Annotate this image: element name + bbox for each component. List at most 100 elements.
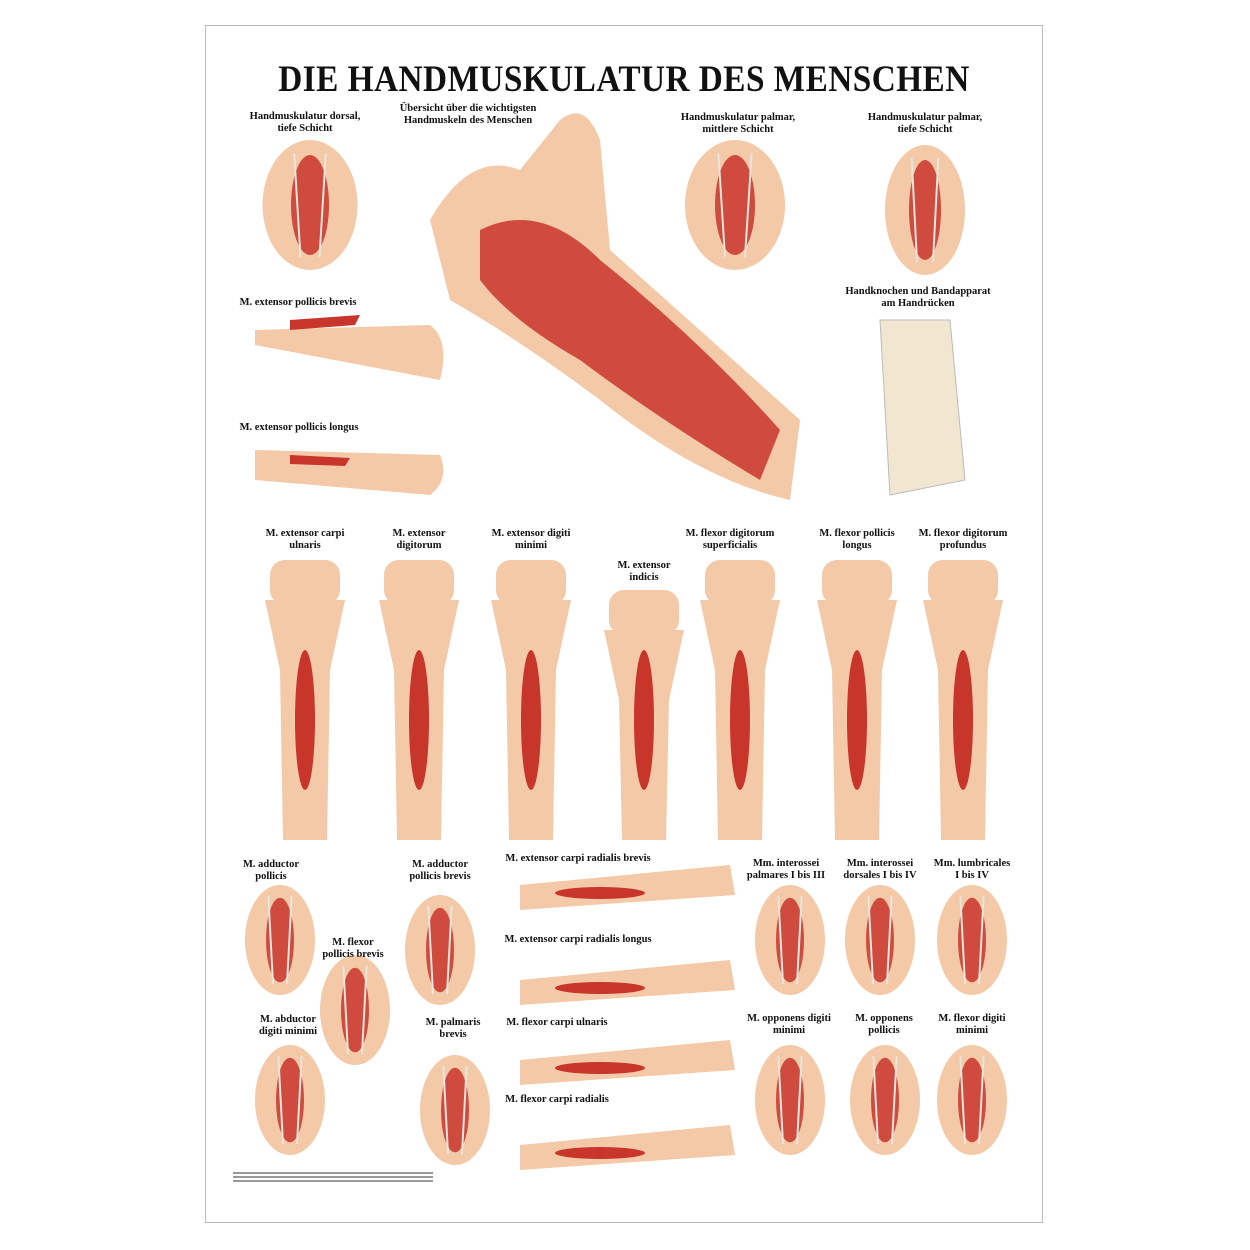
fdp-hand [928,560,998,605]
ed-hand [384,560,454,605]
op-tendon [891,1055,898,1145]
lu-tendon [978,895,985,985]
panel-heading: M. flexor digitorum superficialis [685,528,775,551]
palmar-middle-hand-muscle [715,155,755,255]
panel-heading: Übersicht über die wichtigsten Handmuske… [399,103,537,126]
fpl-muscle [847,650,867,790]
fpb-muscle [341,967,369,1053]
panel-heading: Handknochen und Bandapparat am Handrücke… [845,286,991,309]
panel-heading: Handmuskulatur palmar, tiefe Schicht [867,112,983,135]
op-tendon [872,1055,879,1145]
epb-forearm [255,325,444,380]
panel-heading: M. extensor indicis [617,560,671,583]
palmar-deep-hand-tendon [910,157,918,263]
adm-muscle [276,1057,304,1143]
id-tendon [867,895,874,985]
fds-hand [705,560,775,605]
panel-heading: M. adductor pollicis [243,859,299,882]
fdm-tendon [959,1055,966,1145]
ap-muscle [266,897,294,983]
dorsal-deep-hand-tendon [293,152,302,258]
fcr-muscle [555,1147,645,1159]
apb-tendon [446,905,453,995]
ecrb-forearm [520,865,735,910]
odm-tendon [777,1055,784,1145]
ip-muscle [776,897,804,983]
ei-hand [609,590,679,635]
panel-heading: M. extensor carpi radialis brevis [505,853,651,864]
pb-muscle [441,1067,469,1153]
fpl-hand [822,560,892,605]
epl-forearm [255,450,444,495]
panel-heading: M. flexor pollicis brevis [322,937,384,960]
panel-heading: M. extensor carpi ulnaris [265,528,345,551]
ei-muscle [634,650,654,790]
panel-heading: M. flexor digitorum profundus [918,528,1008,551]
ecu-hand [270,560,340,605]
panel-heading: M. flexor carpi radialis [505,1094,609,1105]
adm-tendon [296,1055,303,1145]
panel-heading: Handmuskulatur palmar, mittlere Schicht [680,112,796,135]
panel-heading: M. extensor digiti minimi [491,528,571,551]
ecrl-muscle [555,982,645,994]
footer-note [233,1170,433,1184]
pb-tendon [442,1065,449,1155]
panel-heading: M. adductor pollicis brevis [409,859,471,882]
odm-muscle [776,1057,804,1143]
edm-hand [496,560,566,605]
panel-heading: M. flexor carpi ulnaris [506,1017,608,1028]
dorsal-deep-hand-muscle [291,155,329,255]
panel-heading: Mm. interossei dorsales I bis IV [843,858,917,881]
fpb-tendon [342,965,349,1055]
ap-tendon [286,895,293,985]
palmar-deep-hand-muscle [909,160,941,260]
panel-heading: M. opponens digiti minimi [747,1013,831,1036]
fdp-muscle [953,650,973,790]
panel-heading: Handmuskulatur dorsal, tiefe Schicht [249,111,361,134]
dorsal-deep-hand-tendon [318,152,327,258]
panel-heading: M. extensor carpi radialis longus [504,934,652,945]
fcr-forearm [520,1125,735,1170]
adm-tendon [277,1055,284,1145]
fdm-tendon [978,1055,985,1145]
panel-heading: M. palmaris brevis [425,1017,481,1040]
ip-tendon [796,895,803,985]
palmar-middle-hand-tendon [744,152,753,258]
op-muscle [871,1057,899,1143]
lu-muscle [958,897,986,983]
panel-heading: M. extensor pollicis longus [239,422,359,433]
edm-muscle [521,650,541,790]
panel-heading: M. abductor digiti minimi [258,1014,318,1037]
ecu-muscle [295,650,315,790]
ip-tendon [777,895,784,985]
fpb-tendon [361,965,368,1055]
panel-heading: M. flexor digiti minimi [938,1013,1006,1036]
ed-muscle [409,650,429,790]
pb-tendon [461,1065,468,1155]
palmar-middle-hand-tendon [717,152,726,258]
poster-title: DIE HANDMUSKULATUR DES MENSCHEN [278,59,970,100]
ap-tendon [267,895,274,985]
palmar-deep-hand-tendon [932,157,940,263]
ecrb-muscle [555,887,645,899]
epl-muscle [290,455,350,466]
ecrl-forearm [520,960,735,1005]
poster-frame [205,25,1043,1223]
lu-tendon [959,895,966,985]
panel-heading: Mm. lumbricales I bis IV [933,858,1011,881]
fcu-forearm [520,1040,735,1085]
fds-muscle [730,650,750,790]
epb-muscle [290,315,360,330]
apb-muscle [426,907,454,993]
apb-tendon [427,905,434,995]
id-tendon [886,895,893,985]
odm-tendon [796,1055,803,1145]
panel-heading: M. opponens pollicis [855,1013,913,1036]
panel-heading: M. extensor pollicis brevis [239,297,357,308]
fdm-muscle [958,1057,986,1143]
panel-heading: M. flexor pollicis longus [819,528,895,551]
overview-arm-muscle [480,220,780,480]
fcu-muscle [555,1062,645,1074]
id-muscle [866,897,894,983]
